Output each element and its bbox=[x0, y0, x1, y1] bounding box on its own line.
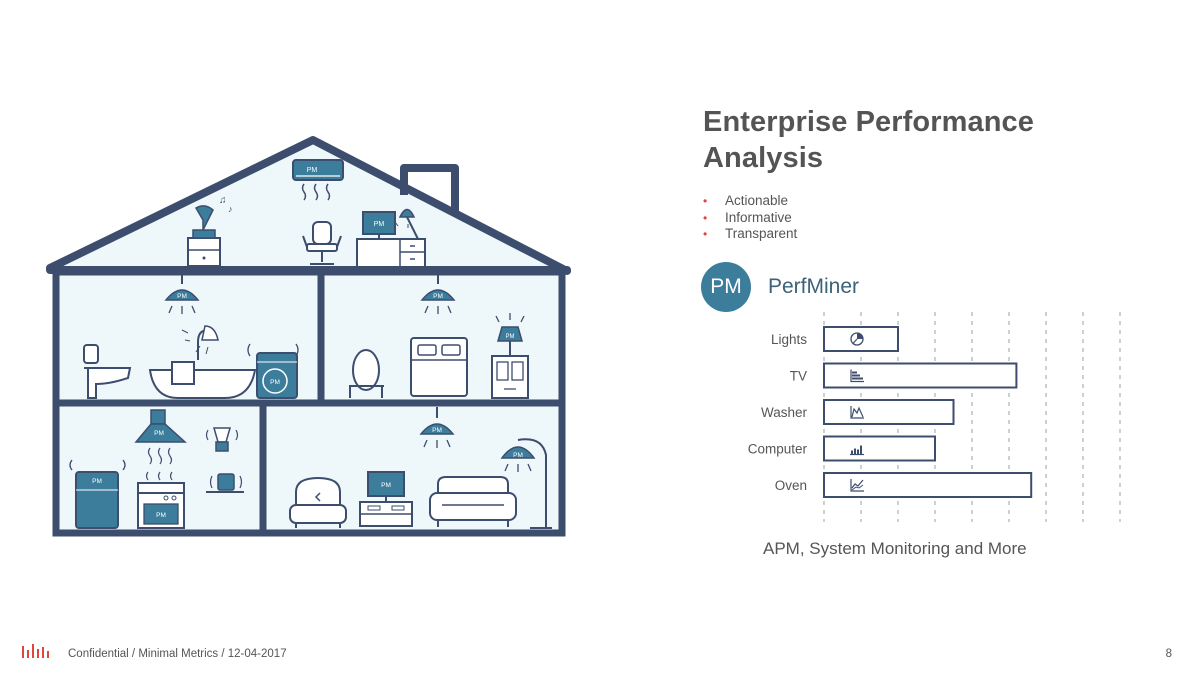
device-label: PM bbox=[156, 512, 166, 519]
house-illustration: PM ♫ ♪ PM PM bbox=[46, 136, 571, 537]
category-label: Computer bbox=[748, 442, 808, 457]
footer-text: Confidential / Minimal Metrics / 12-04-2… bbox=[68, 648, 287, 660]
bedroom-ceiling-lamp: PM bbox=[420, 274, 456, 314]
office-chair bbox=[302, 221, 342, 265]
bullet-item: • Transparent bbox=[703, 226, 797, 243]
bar bbox=[823, 472, 1033, 498]
bathtub bbox=[148, 325, 257, 399]
device-label: PM bbox=[433, 293, 443, 300]
device-label: PM bbox=[432, 427, 442, 434]
television: PM bbox=[359, 471, 413, 527]
bar bbox=[823, 399, 955, 425]
device-label: PM bbox=[506, 334, 515, 340]
device-label: PM bbox=[374, 221, 385, 228]
stove-oven: PM bbox=[137, 471, 185, 529]
bar-row: Computer bbox=[748, 435, 936, 462]
device-label: PM bbox=[92, 478, 102, 485]
horizontal-bar-icon bbox=[850, 369, 864, 383]
bullet-text: Actionable bbox=[725, 193, 789, 208]
category-label: TV bbox=[790, 369, 807, 384]
toilet bbox=[83, 344, 132, 399]
bullet-dot-icon: • bbox=[703, 210, 708, 225]
armchair bbox=[289, 476, 347, 528]
device-label: PM bbox=[381, 482, 391, 489]
bullet-dot-icon: • bbox=[703, 227, 708, 242]
category-label: Lights bbox=[771, 332, 807, 347]
blender bbox=[205, 427, 239, 452]
device-label: PM bbox=[154, 430, 164, 437]
line-chart-icon bbox=[850, 479, 864, 492]
washing-machine: PM bbox=[247, 343, 299, 399]
device-label: PM bbox=[513, 452, 523, 459]
sofa bbox=[429, 476, 517, 527]
area-chart-icon bbox=[850, 406, 864, 419]
bar-row: Lights bbox=[771, 326, 899, 352]
refrigerator: PM bbox=[69, 459, 126, 529]
svg-text:♫: ♫ bbox=[219, 195, 227, 206]
gramophone: ♫ ♪ bbox=[187, 195, 233, 267]
bullet-item: • Actionable bbox=[703, 193, 797, 210]
bullet-text: Transparent bbox=[725, 226, 798, 242]
category-label: Oven bbox=[775, 478, 807, 493]
bar-row: TV bbox=[790, 362, 1018, 389]
bar-row: Washer bbox=[761, 399, 955, 425]
slide-title: Enterprise Performance Analysis bbox=[703, 106, 1034, 174]
device-label: PM bbox=[307, 167, 318, 174]
svg-text:♪: ♪ bbox=[228, 204, 233, 214]
pie-chart-icon bbox=[850, 332, 864, 346]
device-label: PM bbox=[177, 293, 187, 300]
tagline: APM, System Monitoring and More bbox=[763, 539, 1027, 558]
bullet-list: • Actionable • Informative • Transparent bbox=[703, 193, 797, 243]
bar bbox=[823, 435, 936, 462]
bullet-item: • Informative bbox=[703, 210, 797, 227]
desk-computer: PM bbox=[356, 208, 426, 268]
mixer bbox=[206, 473, 244, 493]
bullet-dot-icon: • bbox=[703, 194, 708, 208]
column-chart-icon bbox=[850, 445, 864, 456]
category-label: Washer bbox=[761, 405, 808, 420]
bullet-text: Informative bbox=[725, 209, 792, 225]
vanity-mirror bbox=[349, 349, 384, 398]
range-hood: PM bbox=[134, 409, 187, 465]
bathroom-ceiling-lamp: PM bbox=[164, 274, 200, 314]
living-ceiling-lamp: PM bbox=[419, 407, 455, 448]
brand-name: PerfMiner bbox=[768, 275, 860, 298]
air-conditioner: PM bbox=[292, 159, 344, 201]
bed bbox=[410, 337, 468, 397]
floor-lamp: PM bbox=[500, 438, 552, 529]
page-number: 8 bbox=[1165, 648, 1172, 660]
brand-logo-badge: PM bbox=[701, 262, 751, 312]
minimal-metrics-logo-icon bbox=[22, 644, 49, 658]
device-label: PM bbox=[270, 379, 280, 386]
bar-row: Oven bbox=[775, 472, 1033, 498]
nightstand-lamp: PM bbox=[491, 313, 529, 399]
